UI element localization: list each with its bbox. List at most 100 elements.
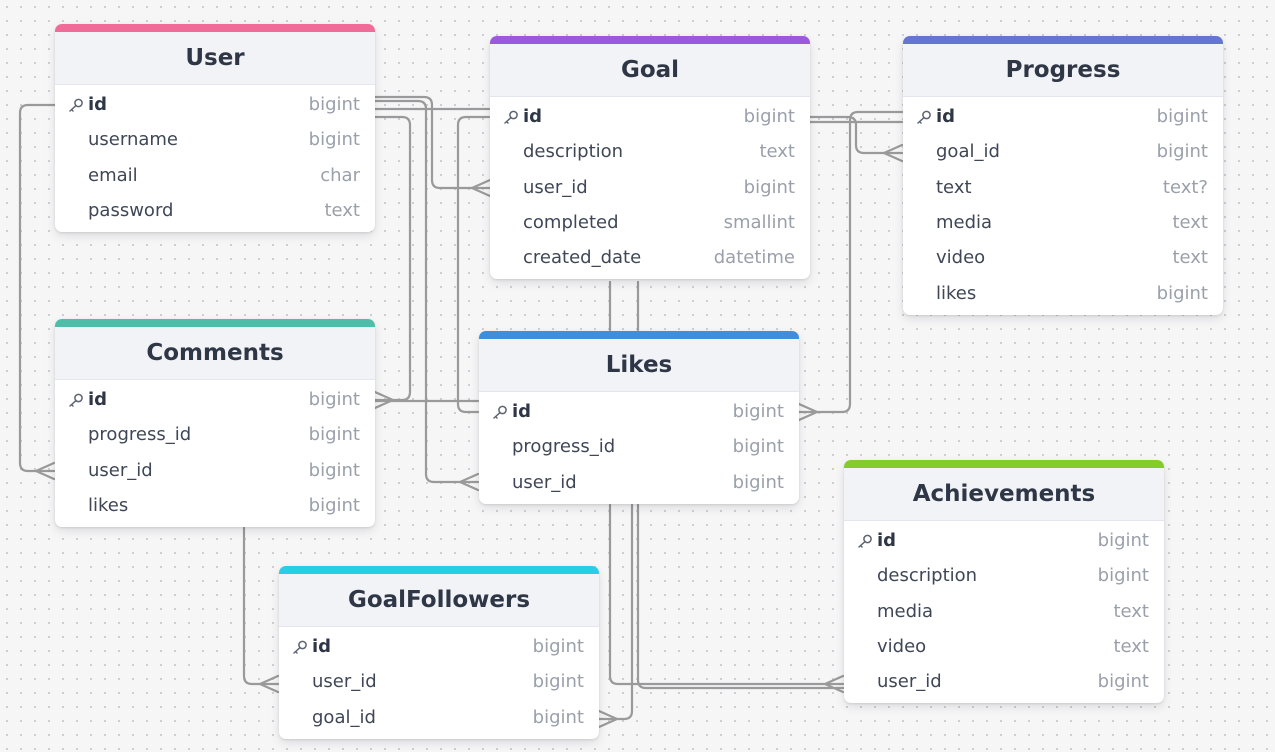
user-color-bar — [55, 24, 375, 32]
key-icon — [504, 110, 518, 124]
field-row[interactable]: video text — [844, 629, 1164, 664]
field-type: char — [320, 164, 360, 186]
field-row[interactable]: goal_id bigint — [903, 134, 1223, 169]
goalfollowers-color-bar — [279, 566, 599, 574]
field-name: media — [936, 212, 993, 234]
link-likes-achievements-b — [636, 503, 845, 690]
field-name: progress_id — [88, 424, 192, 446]
table-title[interactable]: GoalFollowers — [279, 574, 599, 627]
field-name: id — [936, 106, 956, 128]
field-row[interactable]: id bigint — [279, 629, 599, 664]
crowfoot-goalfollowers-user-id — [258, 674, 280, 694]
field-type: bigint — [732, 436, 784, 458]
field-type: bigint — [732, 401, 784, 423]
field-row[interactable]: email char — [55, 158, 375, 193]
field-type: bigint — [308, 94, 360, 116]
goal-color-bar — [490, 36, 810, 44]
field-row[interactable]: user_id bigint — [490, 170, 810, 205]
field-name: user_id — [88, 459, 153, 481]
field-row[interactable]: description text — [490, 134, 810, 169]
field-name: video — [877, 636, 927, 658]
table-title[interactable]: User — [55, 32, 375, 85]
table-title[interactable]: Likes — [479, 339, 799, 392]
table-title[interactable]: Achievements — [844, 468, 1164, 521]
field-name: email — [88, 164, 138, 186]
field-type: text — [1113, 600, 1149, 622]
table-title[interactable]: Progress — [903, 44, 1223, 97]
likes-color-bar — [479, 331, 799, 339]
field-name: user_id — [523, 176, 588, 198]
link-user-goal — [373, 95, 491, 190]
field-type: bigint — [532, 636, 584, 658]
field-type: bigint — [1156, 141, 1208, 163]
field-type: text — [759, 141, 795, 163]
table-title[interactable]: Comments — [55, 327, 375, 380]
achievements-color-bar — [844, 460, 1164, 468]
crowfoot-comments-user-id — [34, 461, 56, 481]
field-name: id — [312, 636, 332, 658]
field-type: smallint — [723, 212, 795, 234]
field-name: description — [523, 141, 624, 163]
field-type: bigint — [743, 176, 795, 198]
key-icon — [293, 640, 307, 654]
field-name: description — [877, 565, 978, 587]
field-type: text — [1113, 636, 1149, 658]
field-name: user_id — [312, 671, 377, 693]
field-name: id — [88, 389, 108, 411]
key-icon — [493, 405, 507, 419]
field-type: bigint — [308, 129, 360, 151]
key-icon — [917, 110, 931, 124]
field-type: text — [324, 200, 360, 222]
link-user-comments — [18, 103, 57, 473]
crowfoot-goal-user-id — [470, 178, 492, 198]
field-name: likes — [936, 282, 977, 304]
field-type: bigint — [743, 106, 795, 128]
field-type: text — [1172, 247, 1208, 269]
field-type: bigint — [308, 424, 360, 446]
link-user-goalfollowers — [373, 115, 412, 402]
table-title[interactable]: Goal — [490, 44, 810, 97]
key-icon — [858, 534, 872, 548]
link-likes-goalfollowers — [597, 503, 634, 721]
field-name: goal_id — [936, 141, 1000, 163]
link-user-likes — [373, 99, 480, 484]
field-row[interactable]: progress_id bigint — [55, 417, 375, 452]
crowfoot-progress-goal-id — [882, 143, 904, 163]
crowfoot-likes-user-id — [458, 472, 480, 492]
